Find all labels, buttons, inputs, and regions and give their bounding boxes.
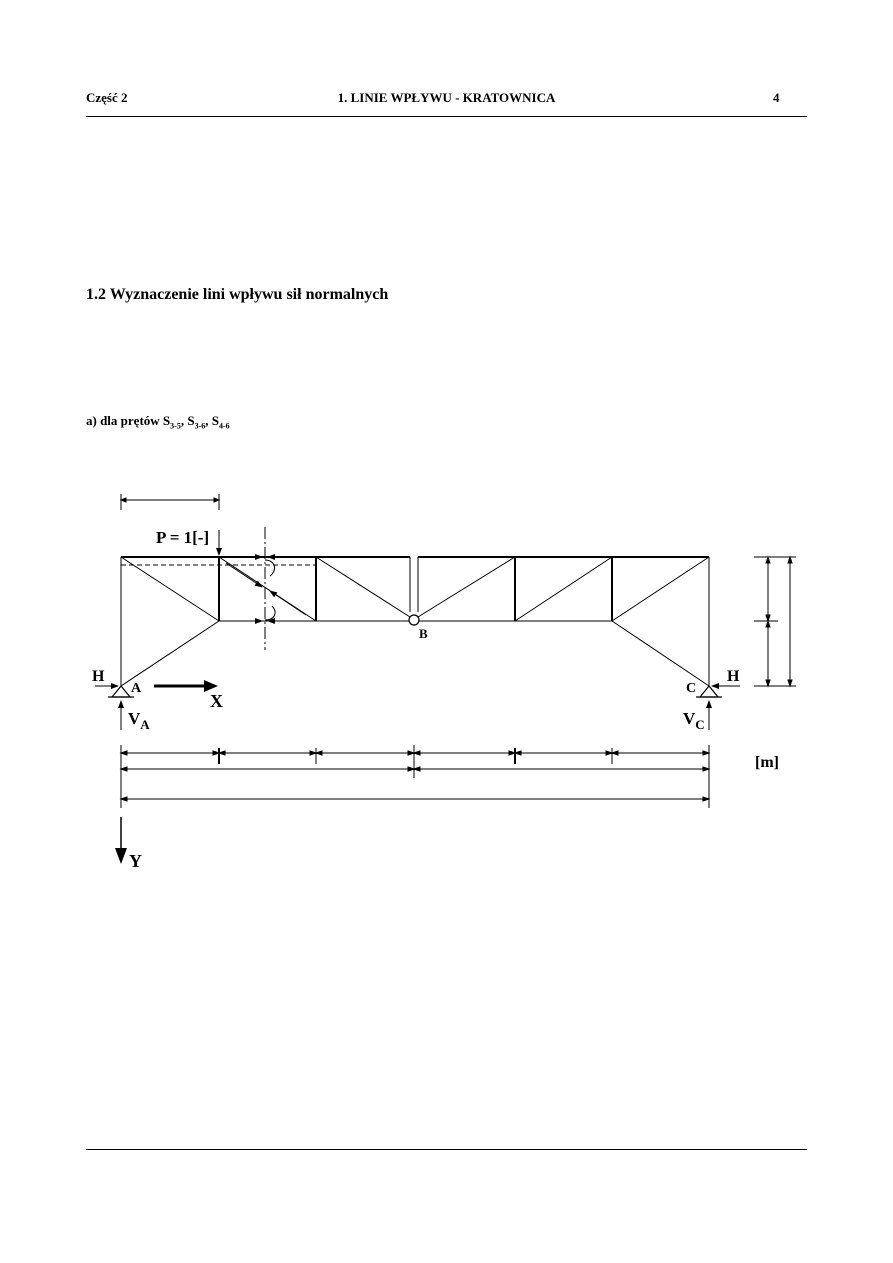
y-axis-arrow <box>115 817 127 864</box>
support-a <box>108 685 134 698</box>
label-c: C <box>686 681 696 696</box>
member-s35: S3-5 <box>162 413 181 431</box>
load-position-dimension <box>119 494 221 510</box>
label-va: VA <box>128 709 150 732</box>
height-dimensions <box>754 555 796 688</box>
subsection-heading: a) dla prętów S3-5, S3-6, S4-6 <box>86 413 230 431</box>
label-h-right: H <box>727 668 740 685</box>
support-c <box>696 685 722 698</box>
header-page-number: 4 <box>773 90 780 105</box>
hinge-b <box>408 614 420 626</box>
x-axis-arrow <box>154 680 218 692</box>
header-chapter-title: 1. LINIE WPŁYWU - KRATOWNICA <box>337 90 556 105</box>
reactions <box>95 683 740 730</box>
footer-divider <box>86 1149 807 1150</box>
label-y: Y <box>129 851 142 871</box>
span-dimensions <box>119 745 711 808</box>
label-vc: VC <box>683 709 705 732</box>
label-a: A <box>131 681 142 696</box>
member-s46: S4-6 <box>211 413 230 431</box>
truss-members <box>120 556 710 687</box>
label-b: B <box>419 626 428 641</box>
subsection-prefix: a) dla prętów <box>86 413 163 428</box>
load-label: P = 1[-] <box>156 528 209 547</box>
header-divider <box>86 116 807 117</box>
label-h-left: H <box>92 668 105 685</box>
header-part-label: Część 2 <box>86 90 128 105</box>
label-x: X <box>210 691 223 711</box>
units-label: [m] <box>755 754 779 771</box>
internal-force-arrows <box>225 554 307 624</box>
member-s36: S3-6 <box>187 413 206 431</box>
section-title: 1.2 Wyznaczenie lini wpływu sił normalny… <box>86 286 389 303</box>
